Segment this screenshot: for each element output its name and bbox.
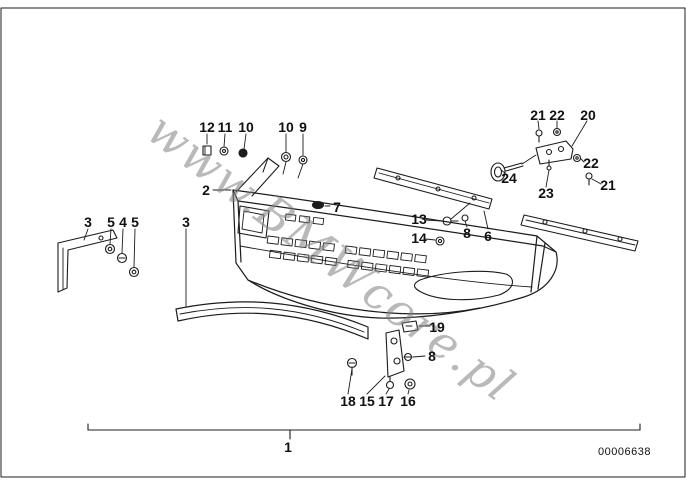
- callout-3: 3: [84, 214, 92, 230]
- corner-fin: [235, 157, 280, 197]
- screw-17: [385, 376, 395, 390]
- plate-pad: [237, 205, 270, 239]
- tow-hook-24: [490, 154, 537, 182]
- grille-slots-top: [284, 213, 325, 226]
- callout-5: 5: [131, 214, 139, 230]
- callout-10: 10: [278, 119, 294, 135]
- callout-1: 1: [284, 439, 292, 455]
- callout-20: 20: [580, 107, 596, 123]
- callout-14: 14: [411, 230, 427, 246]
- bracket-15: [385, 329, 405, 378]
- washer-22a: [552, 127, 562, 137]
- stud-23: [546, 159, 552, 171]
- clip-12: [202, 145, 212, 156]
- bolt-16: [404, 378, 416, 390]
- callout-9: 9: [299, 119, 307, 135]
- fog-opening: [413, 270, 513, 301]
- callout-11: 11: [217, 119, 233, 135]
- callout-22: 22: [583, 155, 599, 171]
- callout-24: 24: [501, 170, 517, 186]
- callout-2: 2: [202, 182, 210, 198]
- washer-11: [219, 146, 229, 156]
- upper-rail-right: [520, 214, 639, 252]
- callout-21: 21: [530, 107, 546, 123]
- nut-22b: [572, 153, 582, 163]
- screw-21a: [535, 129, 543, 143]
- nut-9: [298, 155, 308, 165]
- callout-22: 22: [549, 107, 565, 123]
- screw-8-lower: [403, 352, 413, 362]
- callout-17: 17: [378, 393, 394, 409]
- clip-19: [401, 320, 419, 333]
- callout-8: 8: [463, 225, 471, 241]
- fastener-5b: [128, 266, 140, 278]
- callout-23: 23: [538, 185, 554, 201]
- screw-21b: [585, 172, 593, 186]
- screw-8-upper: [461, 214, 469, 222]
- callout-19: 19: [429, 319, 445, 335]
- upper-rail-left: [373, 167, 493, 210]
- callout-12: 12: [199, 119, 215, 135]
- fastener-4: [116, 252, 128, 264]
- callout-8: 8: [428, 348, 436, 364]
- callout-21: 21: [600, 177, 616, 193]
- grille-slots-right: [344, 245, 430, 278]
- callout-10: 10: [238, 119, 254, 135]
- nut-10b: [280, 151, 292, 163]
- callout-4: 4: [119, 214, 127, 230]
- image-code: 00006638: [598, 446, 651, 458]
- grille-slots-left: [266, 235, 338, 266]
- screw-18: [346, 357, 358, 376]
- grommet-10a: [238, 148, 248, 158]
- callout-7: 7: [333, 199, 341, 215]
- callout-13: 13: [411, 211, 427, 227]
- image-border: [0, 7, 686, 478]
- bumper-body: [232, 189, 558, 319]
- callout-16: 16: [400, 393, 416, 409]
- nut-14: [435, 236, 445, 246]
- lower-strip: [175, 301, 369, 340]
- callout-3: 3: [182, 214, 190, 230]
- assembly-bracket-1: [87, 423, 641, 440]
- callout-6: 6: [484, 228, 492, 244]
- callout-15: 15: [359, 393, 375, 409]
- callout-5: 5: [107, 214, 115, 230]
- callout-18: 18: [340, 393, 356, 409]
- left-bracket: [57, 229, 118, 293]
- screw-13: [442, 216, 459, 226]
- bracket-20: [535, 140, 574, 165]
- leader-lines: [83, 120, 602, 395]
- fastener-5a: [104, 243, 116, 255]
- grommet-7: [311, 200, 325, 210]
